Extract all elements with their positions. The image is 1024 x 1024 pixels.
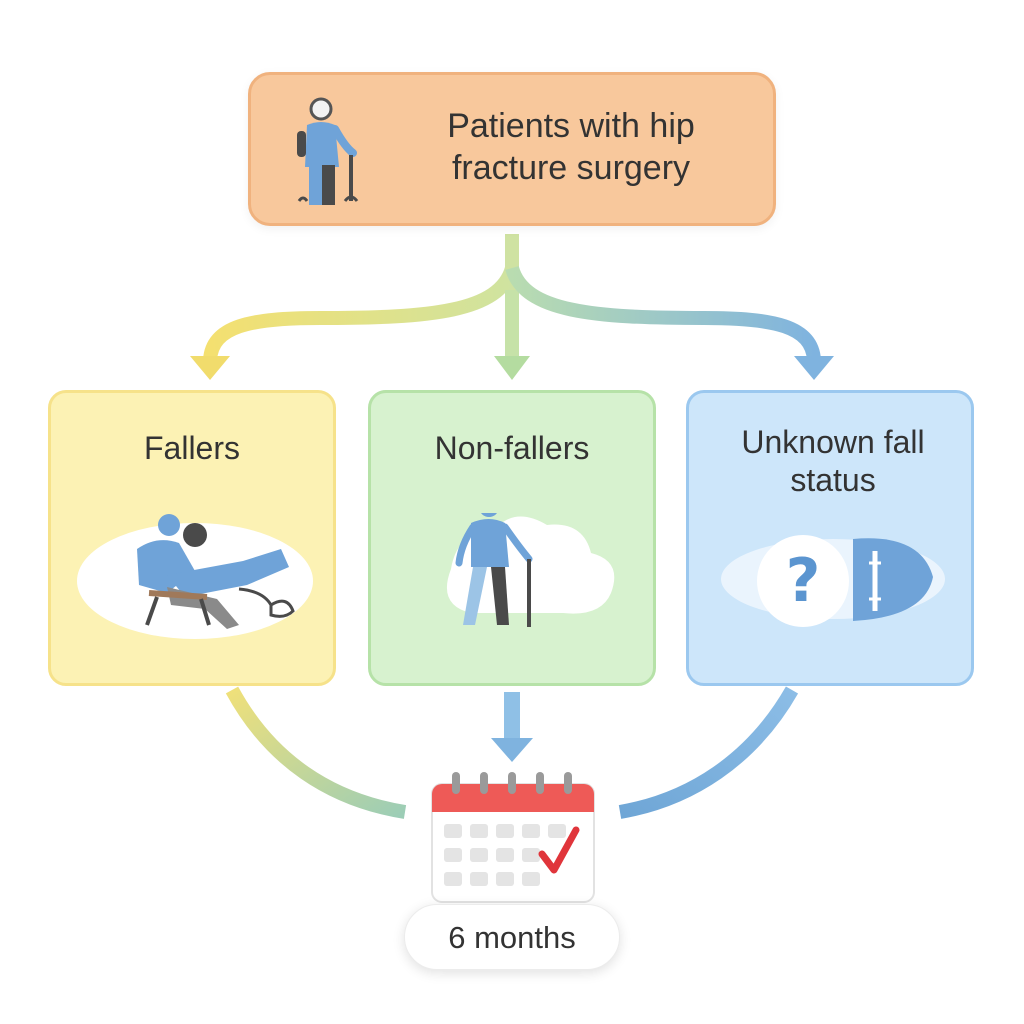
arrowhead-unknown — [794, 356, 834, 380]
branch-to-unknown — [505, 265, 821, 361]
population-title: Patients with hip fracture surgery — [447, 107, 695, 187]
arrowhead-fallers — [190, 356, 230, 380]
followup-label: 6 months — [404, 904, 620, 970]
arrowhead-followup — [491, 738, 533, 762]
arrowhead-nonfallers — [494, 356, 530, 380]
person-walking-with-cane-icon — [446, 513, 615, 627]
person-falling-from-chair-icon — [77, 514, 313, 639]
unknown-to-followup — [618, 686, 799, 819]
calendar-check-icon — [431, 772, 595, 903]
svg-text:?: ? — [786, 546, 821, 616]
fallers-to-followup — [225, 686, 407, 819]
unknown-status-box: Unknown fall status ? — [686, 390, 974, 686]
fallers-box: Fallers — [48, 390, 336, 686]
fallers-title: Fallers — [143, 430, 240, 466]
population-box: Patients with hip fracture surgery — [248, 72, 776, 226]
nonfallers-title: Non-fallers — [434, 430, 590, 466]
nonfallers-box: Non-fallers — [368, 390, 656, 686]
unknown-status-title: Unknown fall status — [741, 424, 925, 498]
question-mark-icon: ? — [721, 535, 945, 627]
elderly-person-with-cane-icon — [297, 97, 359, 205]
branch-to-fallers — [203, 265, 519, 361]
